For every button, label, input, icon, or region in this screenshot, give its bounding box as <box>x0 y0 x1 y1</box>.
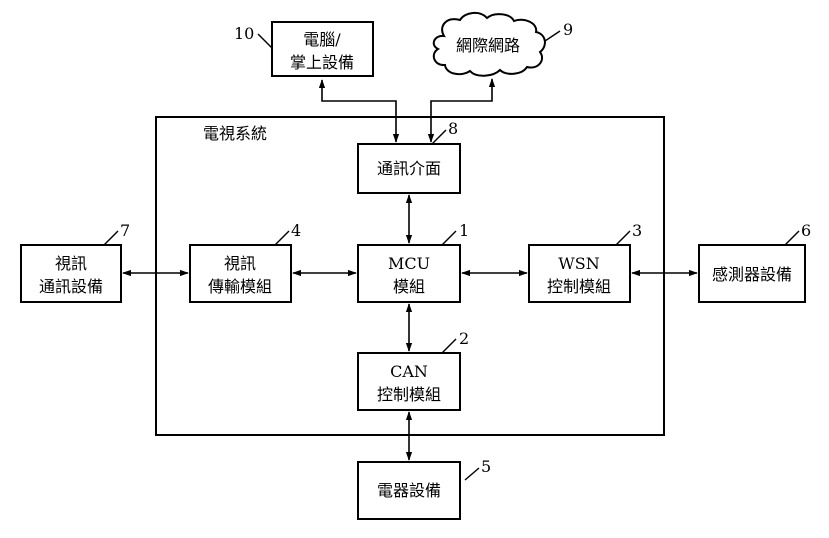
link-internet-commif <box>427 78 496 143</box>
can-module-block: CAN 控制模組 2 <box>357 329 469 411</box>
mcu-ref-number: 1 <box>459 221 469 240</box>
wsn-module-block: WSN 控制模組 3 <box>528 221 642 303</box>
appliance-label: 電器設備 <box>377 481 441 500</box>
can-ref-leader <box>441 338 457 354</box>
video-comm-ref-number: 7 <box>120 221 130 240</box>
comm-interface-label: 通訊介面 <box>377 159 441 178</box>
sensor-ref-leader <box>784 230 800 246</box>
can-label-line2: 控制模組 <box>377 385 441 404</box>
cloud-icon <box>432 12 546 77</box>
mcu-label-line2: 模組 <box>393 277 425 296</box>
internet-cloud-block: 網際網路 9 <box>432 12 573 77</box>
video-comm-label-line2: 通訊設備 <box>39 277 103 296</box>
appliance-ref-leader <box>464 467 480 481</box>
internet-ref-number: 9 <box>563 20 573 39</box>
comm-interface-ref-number: 8 <box>448 119 458 138</box>
video-comm-ref-leader <box>103 230 119 246</box>
sensor-device-block: 感測器設備 6 <box>698 221 811 303</box>
link-computer-commif <box>318 79 400 143</box>
wsn-label-line2: 控制模組 <box>547 277 611 296</box>
appliance-ref-number: 5 <box>481 457 491 476</box>
sensor-ref-number: 6 <box>801 221 811 240</box>
video-comm-device-block: 視訊 通訊設備 7 <box>20 221 130 303</box>
mcu-module-block: MCU 模組 1 <box>357 221 469 303</box>
video-tx-ref-number: 4 <box>291 221 301 240</box>
video-tx-label-line1: 視訊 <box>224 254 256 273</box>
comm-interface-block: 通訊介面 8 <box>357 119 461 194</box>
sensor-label: 感測器設備 <box>712 265 792 284</box>
can-label-line1: CAN <box>390 362 428 381</box>
computer-label-line1: 電腦/ <box>303 30 341 49</box>
tv-system-title: 電視系統 <box>203 124 267 143</box>
mcu-ref-leader <box>441 230 457 246</box>
wsn-ref-leader <box>615 230 631 246</box>
computer-label-line2: 掌上設備 <box>290 53 354 72</box>
video-tx-module-block: 視訊 傳輸模組 4 <box>189 221 301 303</box>
can-ref-number: 2 <box>459 329 469 348</box>
wsn-ref-number: 3 <box>632 221 642 240</box>
wsn-label-line1: WSN <box>558 254 599 273</box>
video-tx-ref-leader <box>274 230 290 246</box>
video-comm-label-line1: 視訊 <box>55 254 87 273</box>
internet-ref-leader <box>544 30 561 42</box>
computer-ref-leader <box>257 33 273 49</box>
video-tx-label-line2: 傳輸模組 <box>208 277 272 296</box>
appliance-device-block: 電器設備 5 <box>357 457 491 520</box>
computer-device-block: 電腦/ 掌上設備 10 <box>234 21 374 77</box>
computer-ref-number: 10 <box>234 24 254 43</box>
internet-label: 網際網路 <box>456 36 520 55</box>
mcu-label-line1: MCU <box>388 254 430 273</box>
